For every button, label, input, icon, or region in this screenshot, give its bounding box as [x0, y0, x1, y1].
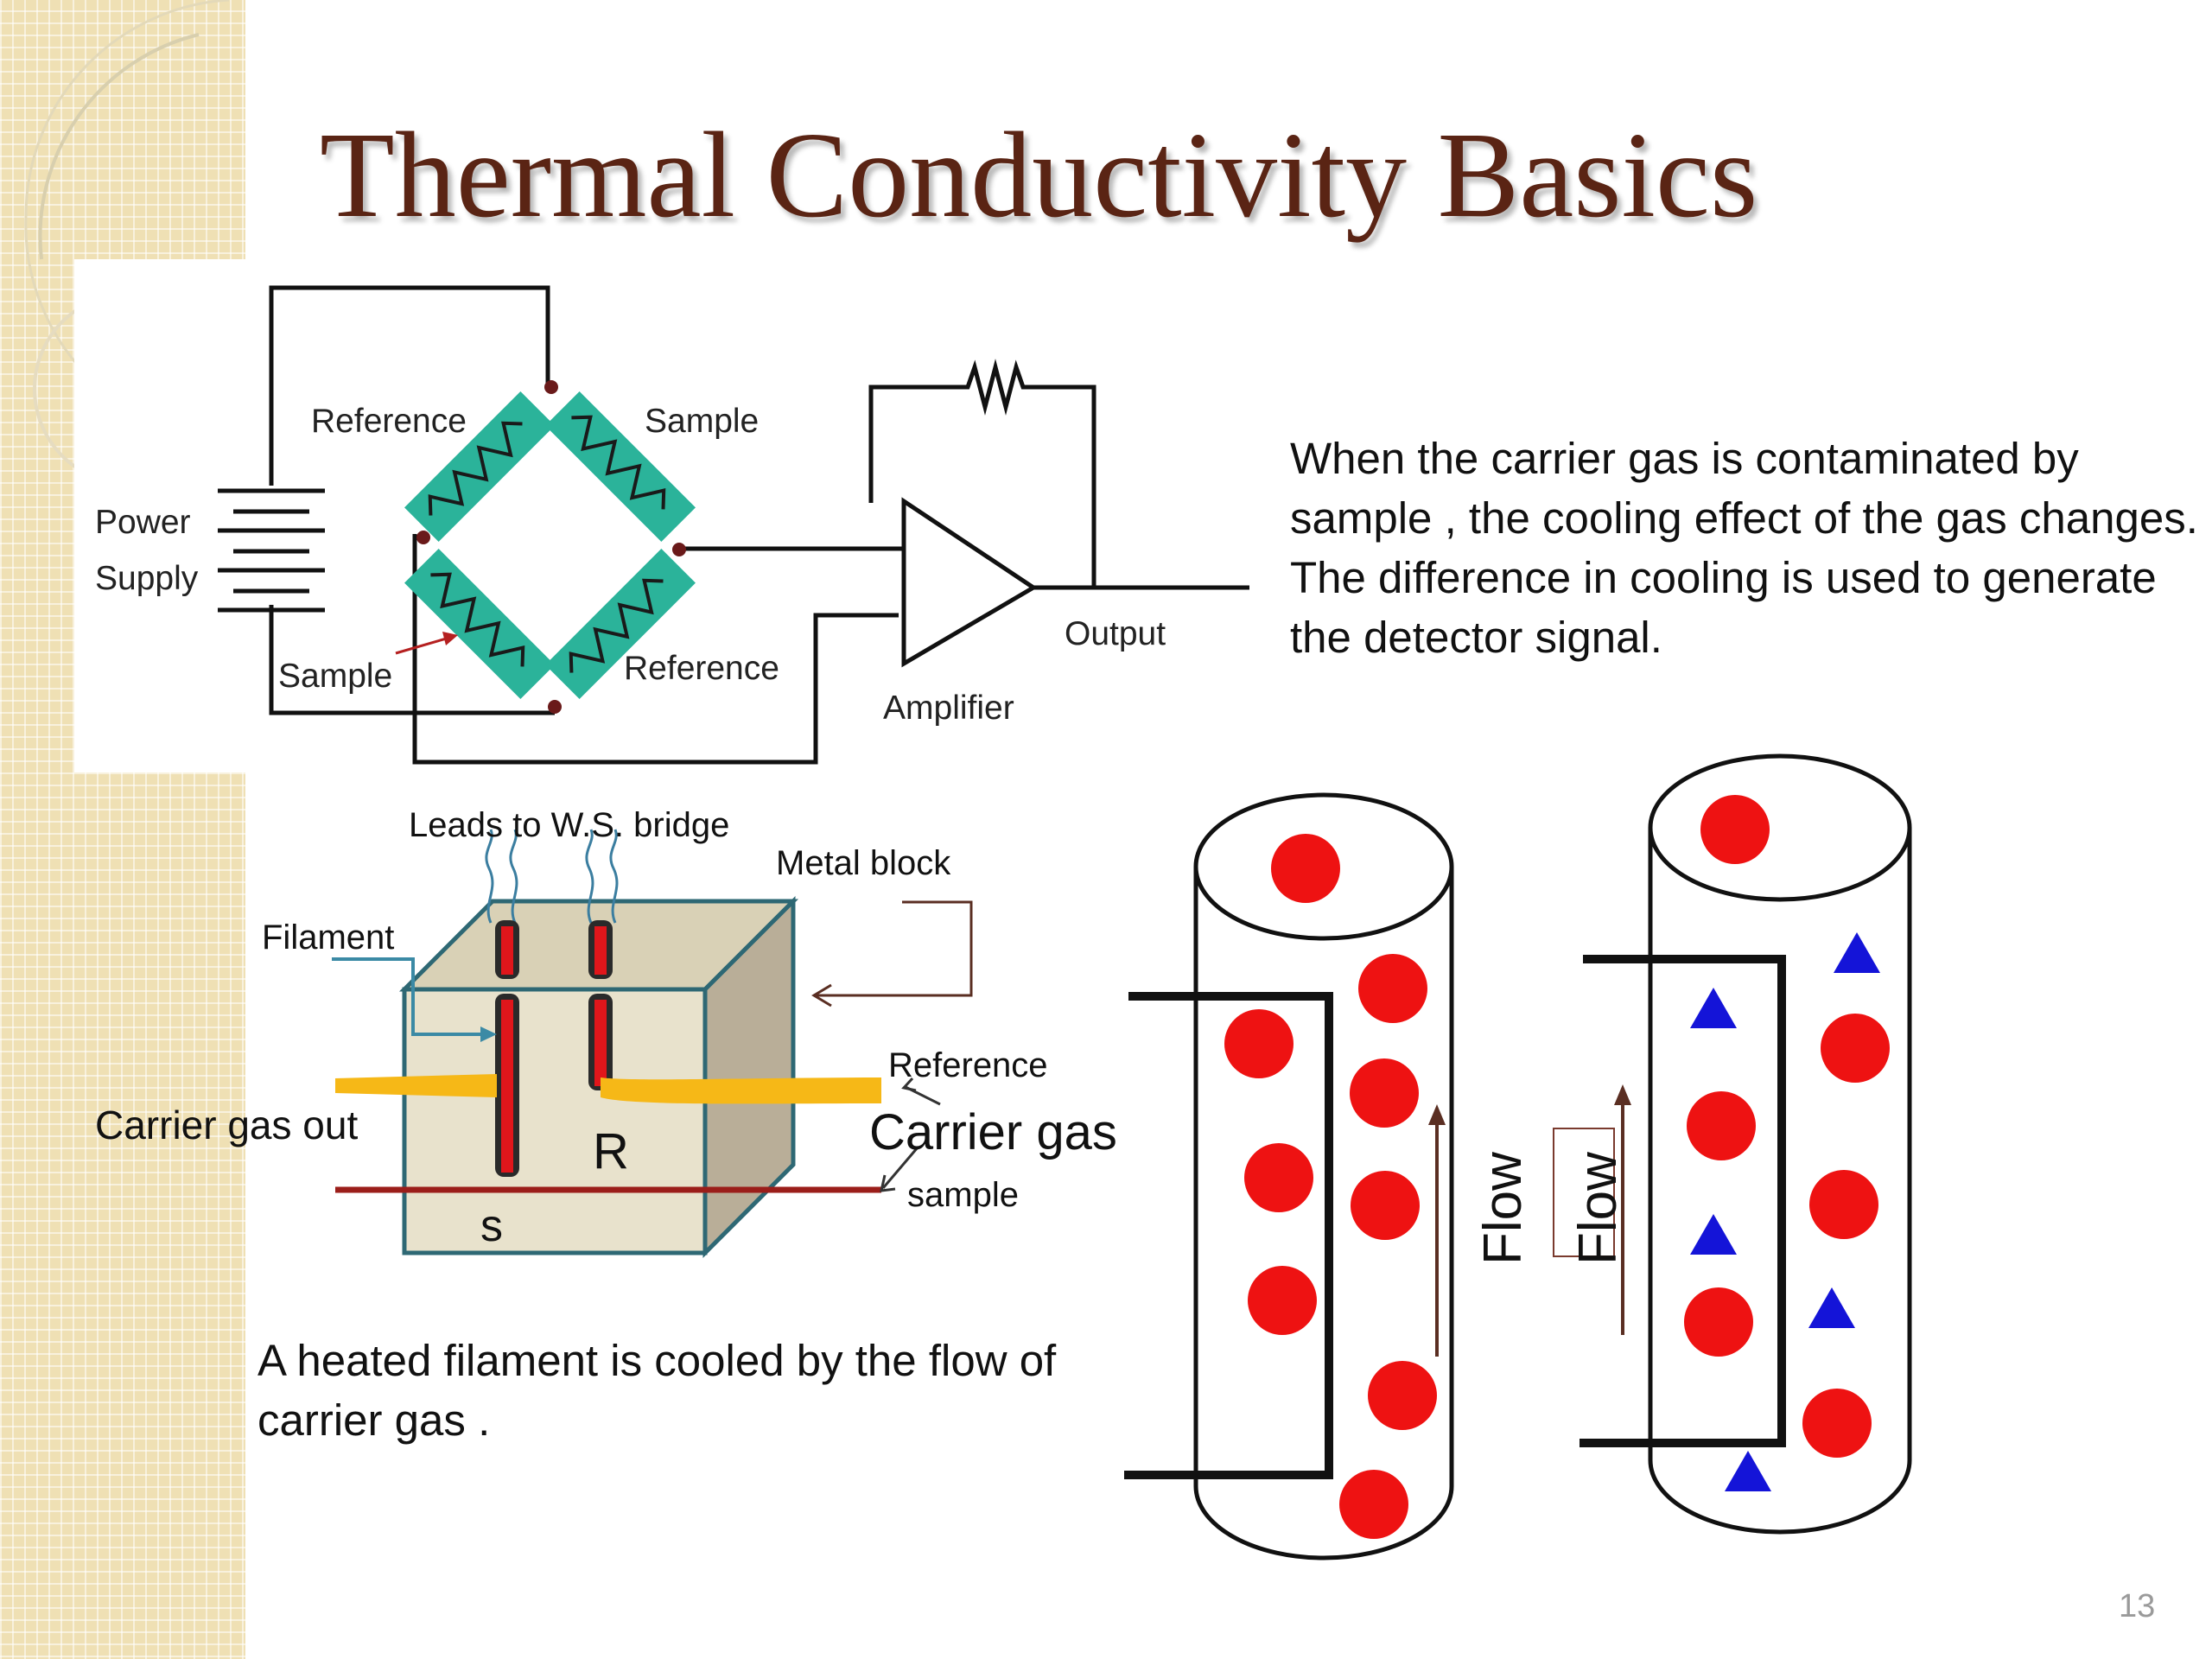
s-label: s — [480, 1201, 503, 1251]
amplifier-label: Amplifier — [883, 690, 1014, 727]
carrier-gas-label: Carrier gas — [869, 1104, 1117, 1160]
flow-label-left: Flow — [1473, 1152, 1533, 1265]
right-column — [1648, 753, 1912, 1535]
reference-resistor-top-left — [404, 391, 555, 542]
reference-bottom-label: Reference — [624, 650, 779, 687]
output-label: Output — [1065, 615, 1166, 652]
sample-bottom-label: Sample — [278, 658, 392, 695]
filament-label: Filament — [262, 918, 394, 957]
circuit-background — [74, 259, 570, 772]
sample-label: sample — [907, 1176, 1019, 1214]
page-number: 13 — [2119, 1588, 2156, 1624]
right-bracket — [1580, 955, 1786, 1447]
left-bracket — [1124, 992, 1333, 1479]
metal-block-label: Metal block — [776, 844, 951, 882]
leads-label: Leads to W.S. bridge — [409, 806, 729, 844]
power-supply-label-1: Power — [95, 504, 191, 541]
sample-molecules — [1690, 932, 1880, 1491]
bridge-nodes — [416, 380, 686, 714]
sample-top-label: Sample — [645, 403, 759, 440]
filament-cavities — [495, 920, 613, 1177]
bridge-resistors — [404, 391, 696, 699]
left-column — [1193, 792, 1454, 1560]
filament-pointer — [332, 957, 484, 1036]
sample-pointer — [881, 1147, 919, 1189]
power-supply-battery-icon — [218, 488, 325, 613]
reference-label: Reference — [888, 1046, 1048, 1084]
top-paragraph: When the carrier gas is contaminated by … — [1290, 434, 2198, 662]
circuit-wires — [269, 285, 1249, 765]
reference-resistor-bottom-right — [545, 549, 696, 699]
r-label: R — [593, 1123, 629, 1179]
amplifier-icon — [901, 497, 1038, 668]
carrier-gas-molecules — [1224, 795, 1890, 1539]
flow-label-right: Flow — [1568, 1152, 1628, 1265]
carrier-gas-tubes — [335, 1074, 881, 1104]
carrier-gas-out-label: Carrier gas out — [95, 1103, 358, 1147]
reference-top-label: Reference — [311, 403, 467, 440]
sample-resistor-bottom-left — [404, 549, 555, 699]
slide-title: Thermal Conductivity Basics — [320, 106, 1758, 243]
lead-wires — [485, 829, 619, 924]
sample-resistor-top-right — [545, 391, 696, 542]
feedback-resistor-icon — [959, 359, 1028, 416]
sample-pointer-arrow — [395, 632, 458, 655]
bottom-paragraph: A heated filament is cooled by the flow … — [257, 1336, 1057, 1445]
metal-block-bracket — [817, 900, 973, 997]
power-supply-label-2: Supply — [95, 560, 199, 597]
left-flow-arrow — [1428, 1104, 1446, 1357]
right-flow-arrow — [1553, 1084, 1631, 1335]
